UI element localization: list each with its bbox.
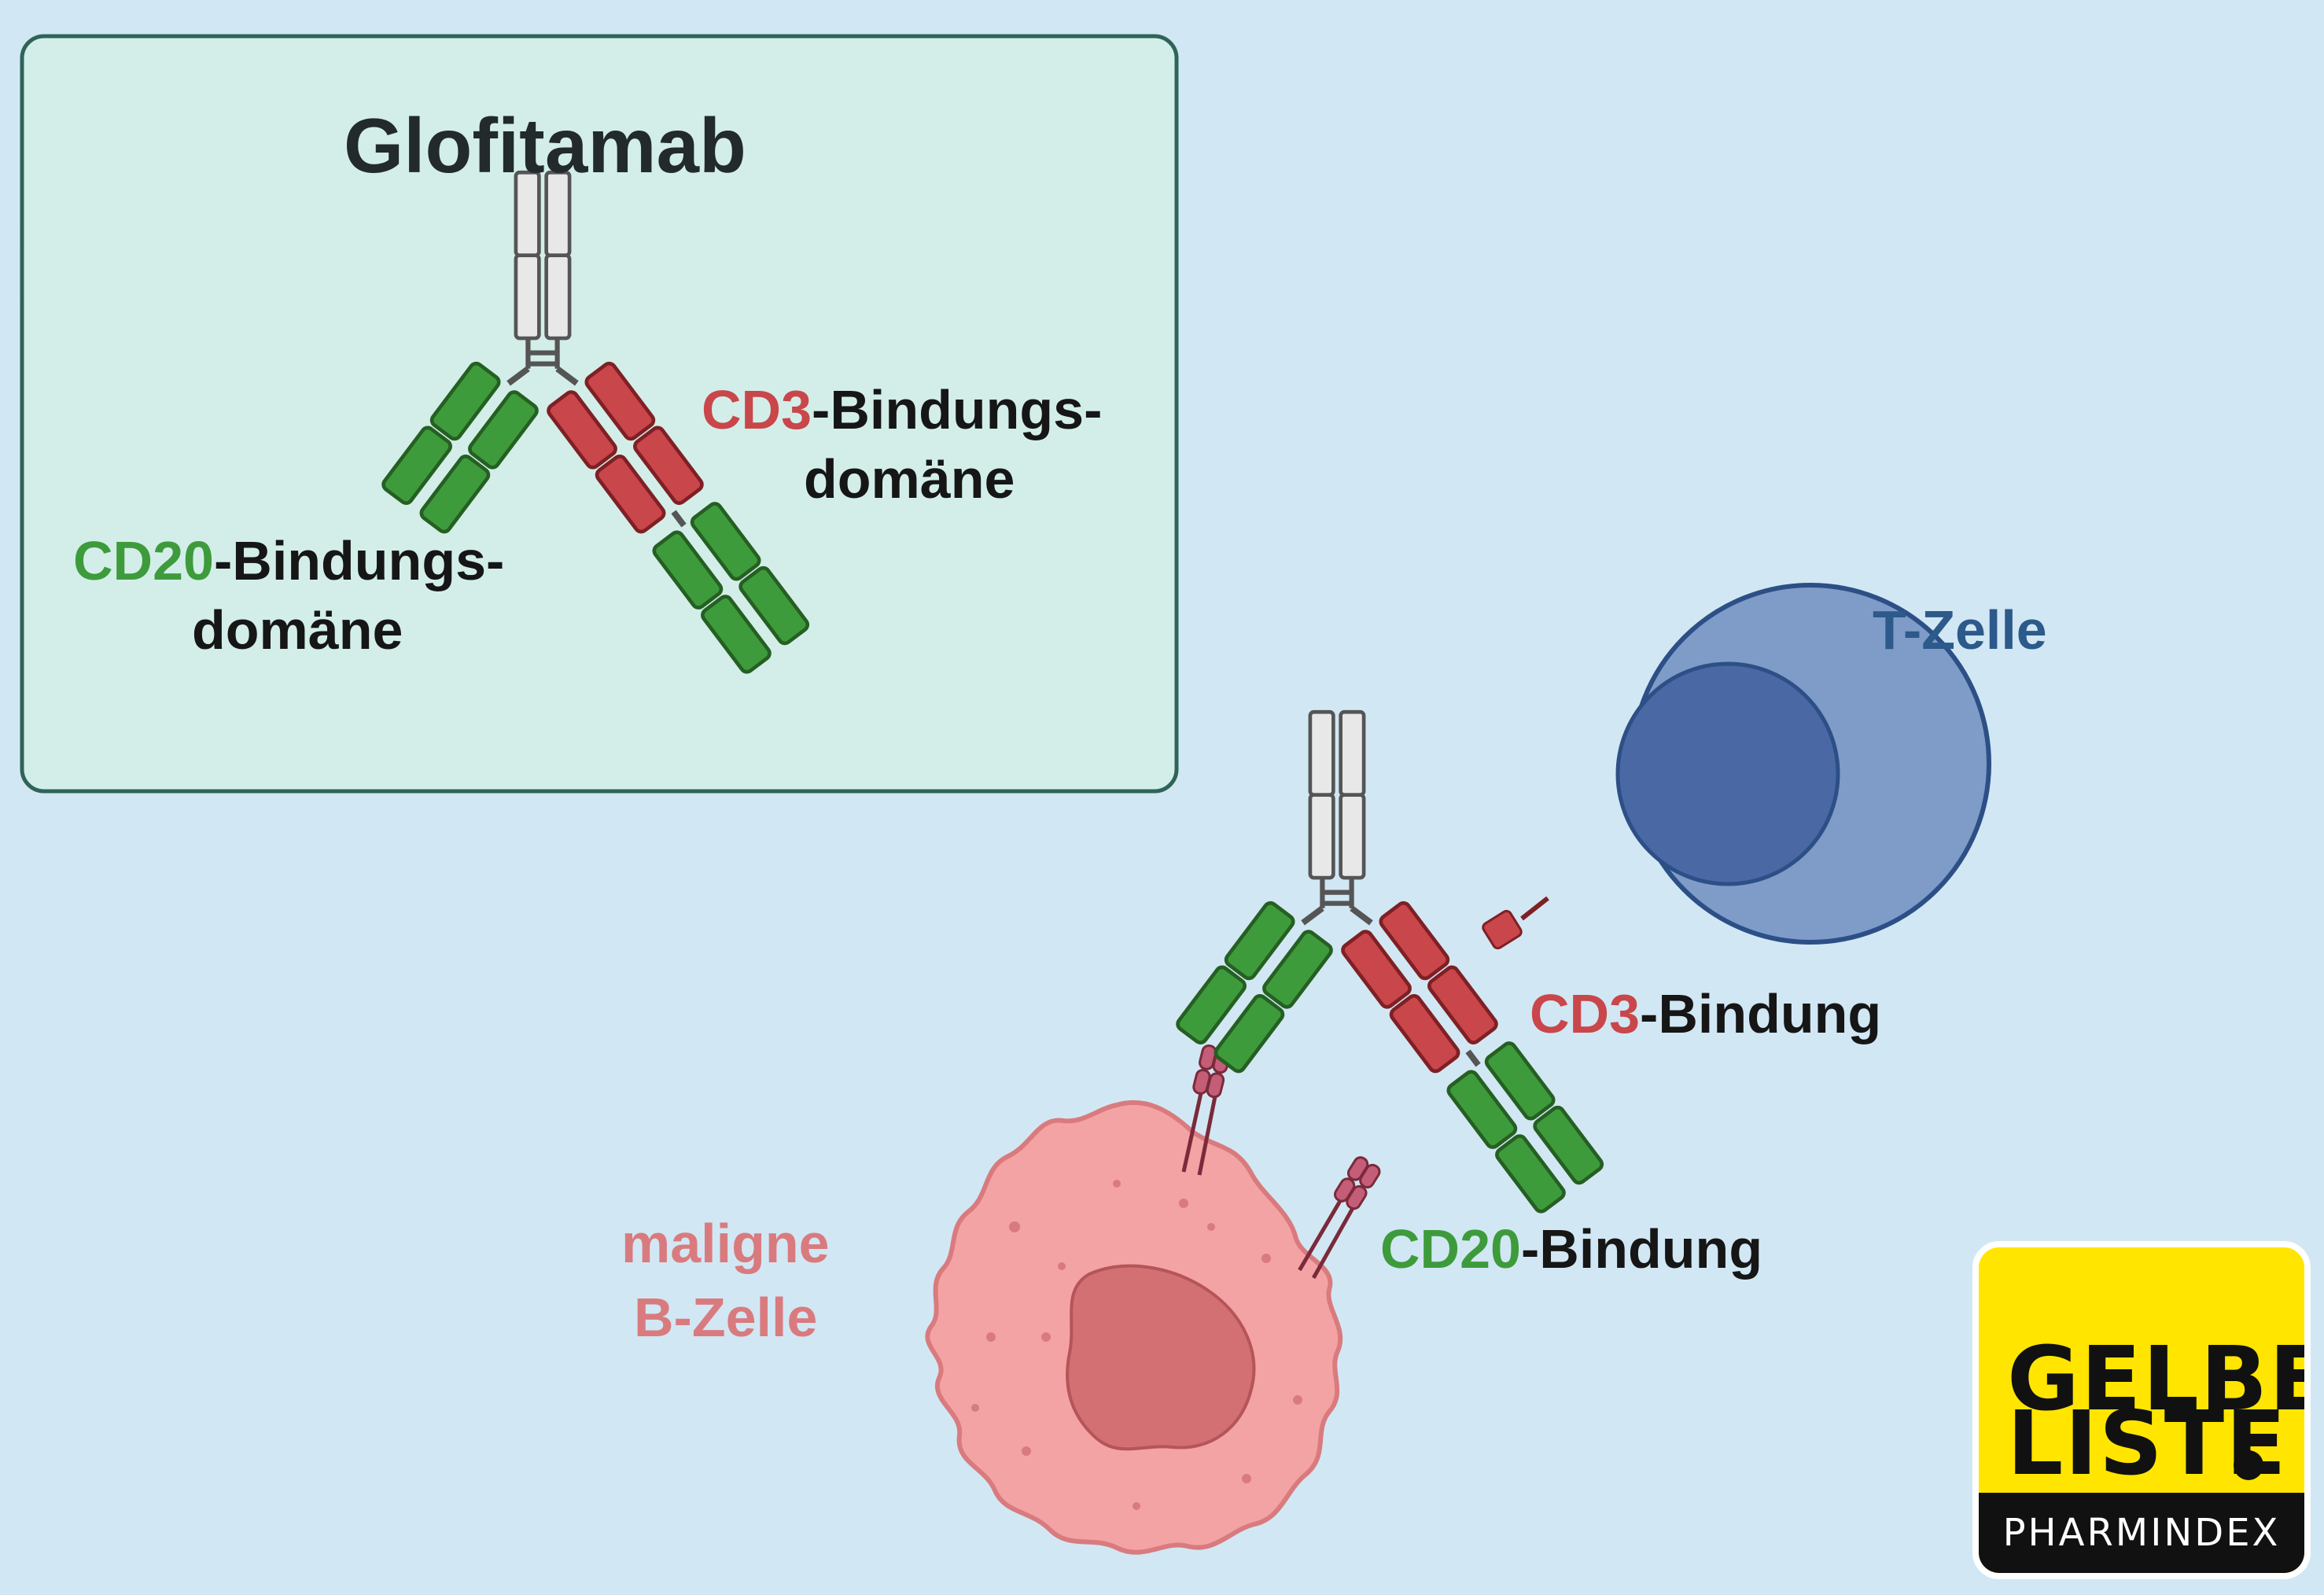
t-cell-icon (1615, 583, 1991, 945)
cd3-binding-suffix: -Bindung (1640, 983, 1882, 1044)
cd20-domain-label: CD20-Bindungs- (73, 529, 504, 594)
cd20-binding-suffix: -Bindung (1520, 1218, 1763, 1280)
cd3-receptor-icon (1482, 896, 1549, 950)
cd20-binding-label: CD20-Bindung (1380, 1217, 1762, 1282)
cd3-domain-prefix: CD3 (702, 379, 812, 440)
cd3-domain-line2: domäne (804, 448, 1015, 510)
b-cell-icon (925, 1100, 1343, 1555)
info-box-title: Glofitamab (344, 102, 746, 189)
info-box (20, 34, 1179, 794)
cd3-domain-suffix: -Bindungs- (812, 379, 1103, 440)
gelbe-liste-logo: GELBE LISTE PHARMINDEX (1972, 1241, 2311, 1579)
cd3-binding-prefix: CD3 (1530, 983, 1641, 1044)
b-cell-label-line1: maligne (621, 1213, 830, 1274)
cd3-domain-label: CD3-Bindungs- (702, 378, 1102, 443)
logo-dot-icon (2234, 1450, 2263, 1480)
b-cell-label-line2: B-Zelle (634, 1287, 818, 1348)
logo-band: PHARMINDEX (1979, 1493, 2304, 1573)
cd3-binding-label: CD3-Bindung (1530, 982, 1881, 1047)
bound-antibody-icon (1175, 712, 1604, 1214)
cd20-domain-suffix: -Bindungs- (213, 530, 505, 591)
cd20-domain-prefix: CD20 (73, 530, 214, 591)
t-cell-label: T-Zelle (1873, 599, 2047, 661)
cd20-binding-prefix: CD20 (1380, 1218, 1521, 1280)
cd20-domain-line2: domäne (192, 599, 403, 661)
logo-line1: GELBE (2007, 1328, 2311, 1431)
